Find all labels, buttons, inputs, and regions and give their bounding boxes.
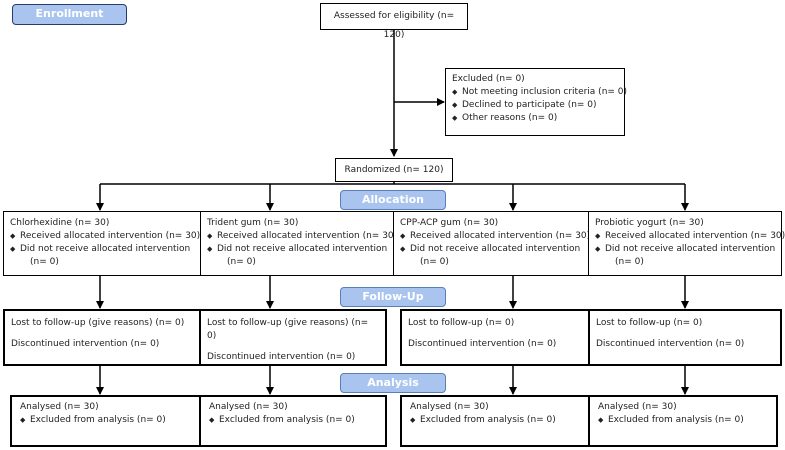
discontinued-text: Discontinued intervention (n= 0) [207,352,356,362]
diamond-bullet-icon: ◆ [209,416,215,424]
diamond-bullet-icon: ◆ [410,416,416,424]
allocation-received: ◆ Received allocated intervention (n= 30… [10,231,201,241]
allocation-received: ◆ Received allocated intervention (n= 30… [400,231,591,241]
follow-up-box-trident: Lost to follow-up (give reasons) (n= 0) … [199,309,387,366]
analysed-text: Analysed (n= 30) [410,402,489,412]
diamond-bullet-icon: ◆ [207,232,213,240]
lost-to-follow-up-text: Lost to follow-up (give reasons) (n= 0) [207,318,369,341]
follow-up-box-probiotic: Lost to follow-up (n= 0) Discontinued in… [588,309,782,366]
excluded-box: Excluded (n= 0) ◆ Not meeting inclusion … [445,68,628,136]
randomized-text: Randomized (n= 120) [344,165,444,175]
allocation-received: ◆ Received allocated intervention (n= 30… [207,231,398,241]
analysed-text: Analysed (n= 30) [20,402,99,412]
excluded-from-analysis: ◆ Excluded from analysis (n= 0) [209,415,355,425]
diamond-bullet-icon: ◆ [400,232,406,240]
lost-to-follow-up-text: Lost to follow-up (n= 0) [596,318,703,328]
diamond-bullet-icon: ◆ [10,245,16,253]
randomized-box: Randomized (n= 120) [335,158,453,182]
analysis-box-chlorhexidine: Analysed (n= 30) ◆ Excluded from analysi… [10,395,201,447]
assessed-text: Assessed for eligibility (n= 120) [333,11,455,40]
allocation-received: ◆ Received allocated intervention (n= 30… [595,231,785,241]
excluded-from-analysis: ◆ Excluded from analysis (n= 0) [598,415,744,425]
allocation-box-probiotic: Probiotic yogurt (n= 30) ◆ Received allo… [588,211,785,276]
discontinued-text: Discontinued intervention (n= 0) [408,339,557,349]
allocation-not-received: ◆ Did not receive allocated intervention [595,244,776,254]
discontinued-text: Discontinued intervention (n= 0) [596,339,745,349]
stage-analysis-label: Analysis [340,373,446,393]
lost-to-follow-up-text: Lost to follow-up (give reasons) (n= 0) [11,318,185,328]
group-name: Chlorhexidine (n= 30) [10,218,110,228]
stage-follow-up-label: Follow-Up [340,287,446,307]
allocation-box-chlorhexidine: Chlorhexidine (n= 30) ◆ Received allocat… [3,211,201,276]
excluded-from-analysis: ◆ Excluded from analysis (n= 0) [20,415,166,425]
excluded-item: ◆ Other reasons (n= 0) [452,113,558,123]
diamond-bullet-icon: ◆ [400,245,406,253]
follow-up-box-cpp-acp: Lost to follow-up (n= 0) Discontinued in… [400,309,590,366]
allocation-not-received-count: (n= 0) [30,257,59,267]
analysed-text: Analysed (n= 30) [598,402,677,412]
excluded-from-analysis: ◆ Excluded from analysis (n= 0) [410,415,556,425]
analysis-box-probiotic: Analysed (n= 30) ◆ Excluded from analysi… [588,395,778,447]
analysis-box-cpp-acp: Analysed (n= 30) ◆ Excluded from analysi… [400,395,590,447]
diamond-bullet-icon: ◆ [207,245,213,253]
stage-enrollment-label: Enrollment [12,4,127,25]
diamond-bullet-icon: ◆ [595,232,601,240]
diamond-bullet-icon: ◆ [20,416,26,424]
assessed-box: Assessed for eligibility (n= 120) [320,3,468,40]
excluded-title: Excluded (n= 0) [452,74,525,84]
follow-up-box-chlorhexidine: Lost to follow-up (give reasons) (n= 0) … [3,309,201,366]
diamond-bullet-icon: ◆ [595,245,601,253]
allocation-not-received: ◆ Did not receive allocated intervention [207,244,388,254]
lost-to-follow-up-text: Lost to follow-up (n= 0) [408,318,515,328]
allocation-not-received: ◆ Did not receive allocated intervention [400,244,581,254]
allocation-box-cpp-acp: CPP-ACP gum (n= 30) ◆ Received allocated… [393,211,591,276]
allocation-not-received-count: (n= 0) [227,257,256,267]
analysis-box-trident: Analysed (n= 30) ◆ Excluded from analysi… [199,395,387,447]
allocation-not-received-count: (n= 0) [615,257,644,267]
diamond-bullet-icon: ◆ [452,101,458,109]
allocation-box-trident: Trident gum (n= 30) ◆ Received allocated… [200,211,398,276]
analysed-text: Analysed (n= 30) [209,402,288,412]
allocation-not-received: ◆ Did not receive allocated intervention [10,244,191,254]
group-name: Trident gum (n= 30) [207,218,299,228]
excluded-item: ◆ Not meeting inclusion criteria (n= 0) [452,87,628,97]
diamond-bullet-icon: ◆ [452,114,458,122]
group-name: CPP-ACP gum (n= 30) [400,218,499,228]
discontinued-text: Discontinued intervention (n= 0) [11,339,160,349]
excluded-item: ◆ Declined to participate (n= 0) [452,100,597,110]
diamond-bullet-icon: ◆ [598,416,604,424]
diamond-bullet-icon: ◆ [10,232,16,240]
diamond-bullet-icon: ◆ [452,88,458,96]
group-name: Probiotic yogurt (n= 30) [595,218,704,228]
allocation-not-received-count: (n= 0) [420,257,449,267]
stage-allocation-label: Allocation [340,190,446,210]
